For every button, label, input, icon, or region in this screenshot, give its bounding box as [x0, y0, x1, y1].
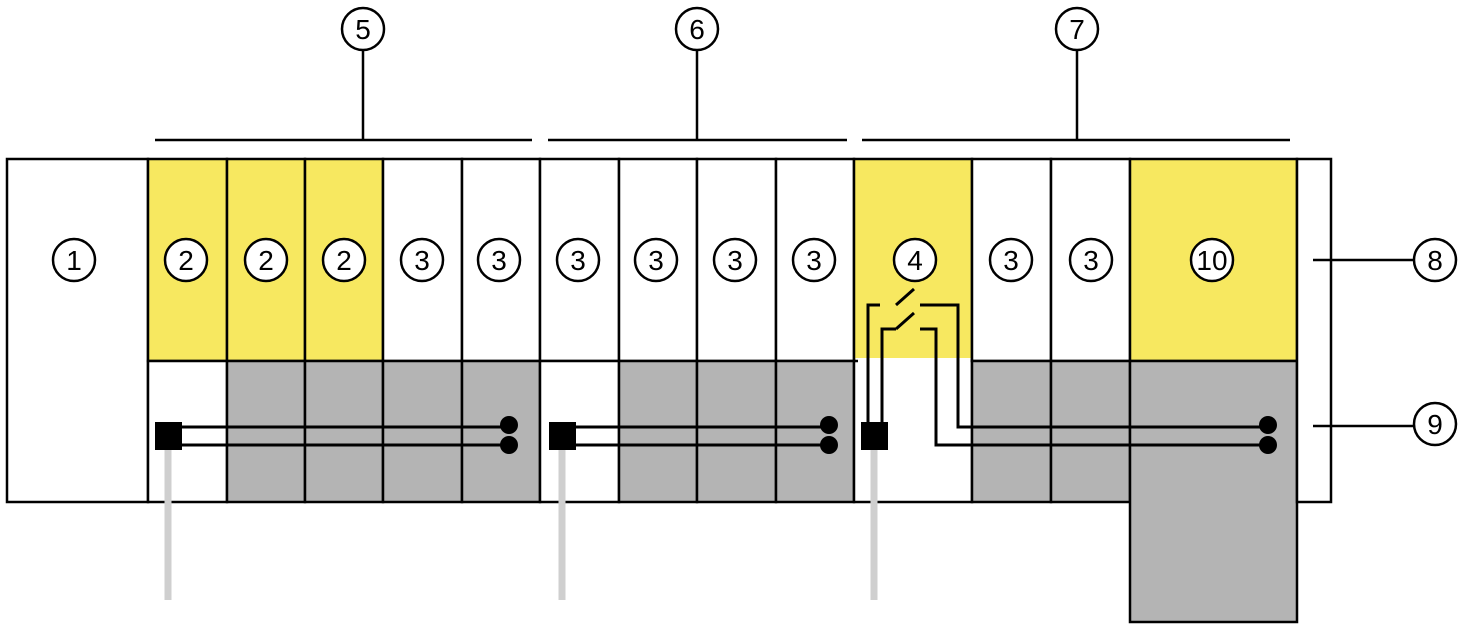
- feed-wires: [164, 450, 878, 600]
- switch-out-upper: [920, 303, 1268, 429]
- callout-1-circle: [51, 237, 97, 283]
- module-3h-top: [1049, 157, 1132, 363]
- module-4-gap: [855, 358, 971, 364]
- module-2a-bottom: [146, 359, 229, 504]
- callout-2b-circle: [243, 237, 289, 283]
- bus-lines: [168, 287, 1268, 447]
- callout-6-label: 6: [689, 14, 705, 45]
- callout-3e-circle: [712, 237, 758, 283]
- dot-5-lower: [500, 436, 518, 454]
- callout-1-label: 1: [66, 245, 82, 276]
- terminals: [155, 422, 888, 450]
- callout-9-label: 9: [1427, 409, 1443, 440]
- callout-3a-circle: [399, 237, 445, 283]
- callout-4-label: 4: [907, 245, 923, 276]
- callout-3c-circle: [555, 237, 601, 283]
- callout-3a-label: 3: [414, 245, 430, 276]
- callout-4-circle: [892, 237, 938, 283]
- terminal-square-6: [549, 422, 576, 450]
- module-3d-bottom: [617, 359, 699, 504]
- dot-7-upper: [1259, 416, 1277, 434]
- callout-6-circle: [674, 6, 720, 52]
- module-1: [5, 157, 150, 504]
- callout-2c-circle: [321, 237, 367, 283]
- module-3a-bottom: [381, 359, 464, 504]
- dot-6-upper: [820, 416, 838, 434]
- callout-labels: 1 2 2 2 3 3 3 3 3 3 4 3 3 10 5 6 7 8 9: [66, 14, 1443, 440]
- callout-8-label: 8: [1427, 245, 1443, 276]
- callout-3h-circle: [1068, 237, 1114, 283]
- module-3e-bottom: [695, 359, 778, 504]
- switch-contact-lower: [895, 311, 915, 331]
- callout-7-label: 7: [1069, 14, 1085, 45]
- group-brackets: [155, 50, 1290, 142]
- module-backgrounds: [5, 157, 1333, 624]
- callout-3f-circle: [791, 237, 837, 283]
- dot-5-upper: [500, 416, 518, 434]
- switch-wire-lower: [880, 327, 896, 428]
- terminal-square-7: [861, 422, 888, 450]
- switch-out-lower: [920, 327, 1268, 447]
- callout-circles: [51, 6, 1458, 447]
- module-10-bottom: [1128, 359, 1299, 624]
- callout-10-label: 10: [1196, 245, 1227, 276]
- callout-3c-label: 3: [570, 245, 586, 276]
- switch-wire-upper: [866, 303, 880, 428]
- module-3h-bottom: [1049, 359, 1132, 504]
- module-2c-bottom: [303, 359, 385, 504]
- callout-2a-label: 2: [178, 245, 194, 276]
- module-3b-bottom: [460, 359, 542, 504]
- callout-3b-circle: [476, 237, 522, 283]
- module-3g-bottom: [970, 359, 1053, 504]
- terminal-square-5: [155, 422, 182, 450]
- callout-2c-label: 2: [336, 245, 352, 276]
- callout-5-circle: [340, 6, 386, 52]
- module-3f-bottom: [774, 359, 856, 504]
- callout-3e-label: 3: [727, 245, 743, 276]
- callout-10-circle: [1189, 237, 1235, 283]
- terminal-dots: [500, 416, 1277, 454]
- callout-2b-label: 2: [258, 245, 274, 276]
- callout-3d-label: 3: [648, 245, 664, 276]
- callout-3g-label: 3: [1003, 245, 1019, 276]
- callout-3h-label: 3: [1083, 245, 1099, 276]
- module-2b-bottom: [225, 359, 307, 504]
- callout-2a-circle: [163, 237, 209, 283]
- end-plate: [1295, 157, 1333, 504]
- callout-3f-label: 3: [806, 245, 822, 276]
- dot-7-lower: [1259, 436, 1277, 454]
- callout-8-circle: [1412, 237, 1458, 283]
- leader-lines: [1313, 258, 1414, 428]
- callout-3b-label: 3: [491, 245, 507, 276]
- module-3d-top: [617, 157, 699, 363]
- callout-5-label: 5: [355, 14, 371, 45]
- dot-6-lower: [820, 436, 838, 454]
- switch-contact-upper: [895, 287, 915, 307]
- callout-9-circle: [1412, 401, 1458, 447]
- callout-3g-circle: [988, 237, 1034, 283]
- callout-7-circle: [1054, 6, 1100, 52]
- callout-3d-circle: [633, 237, 679, 283]
